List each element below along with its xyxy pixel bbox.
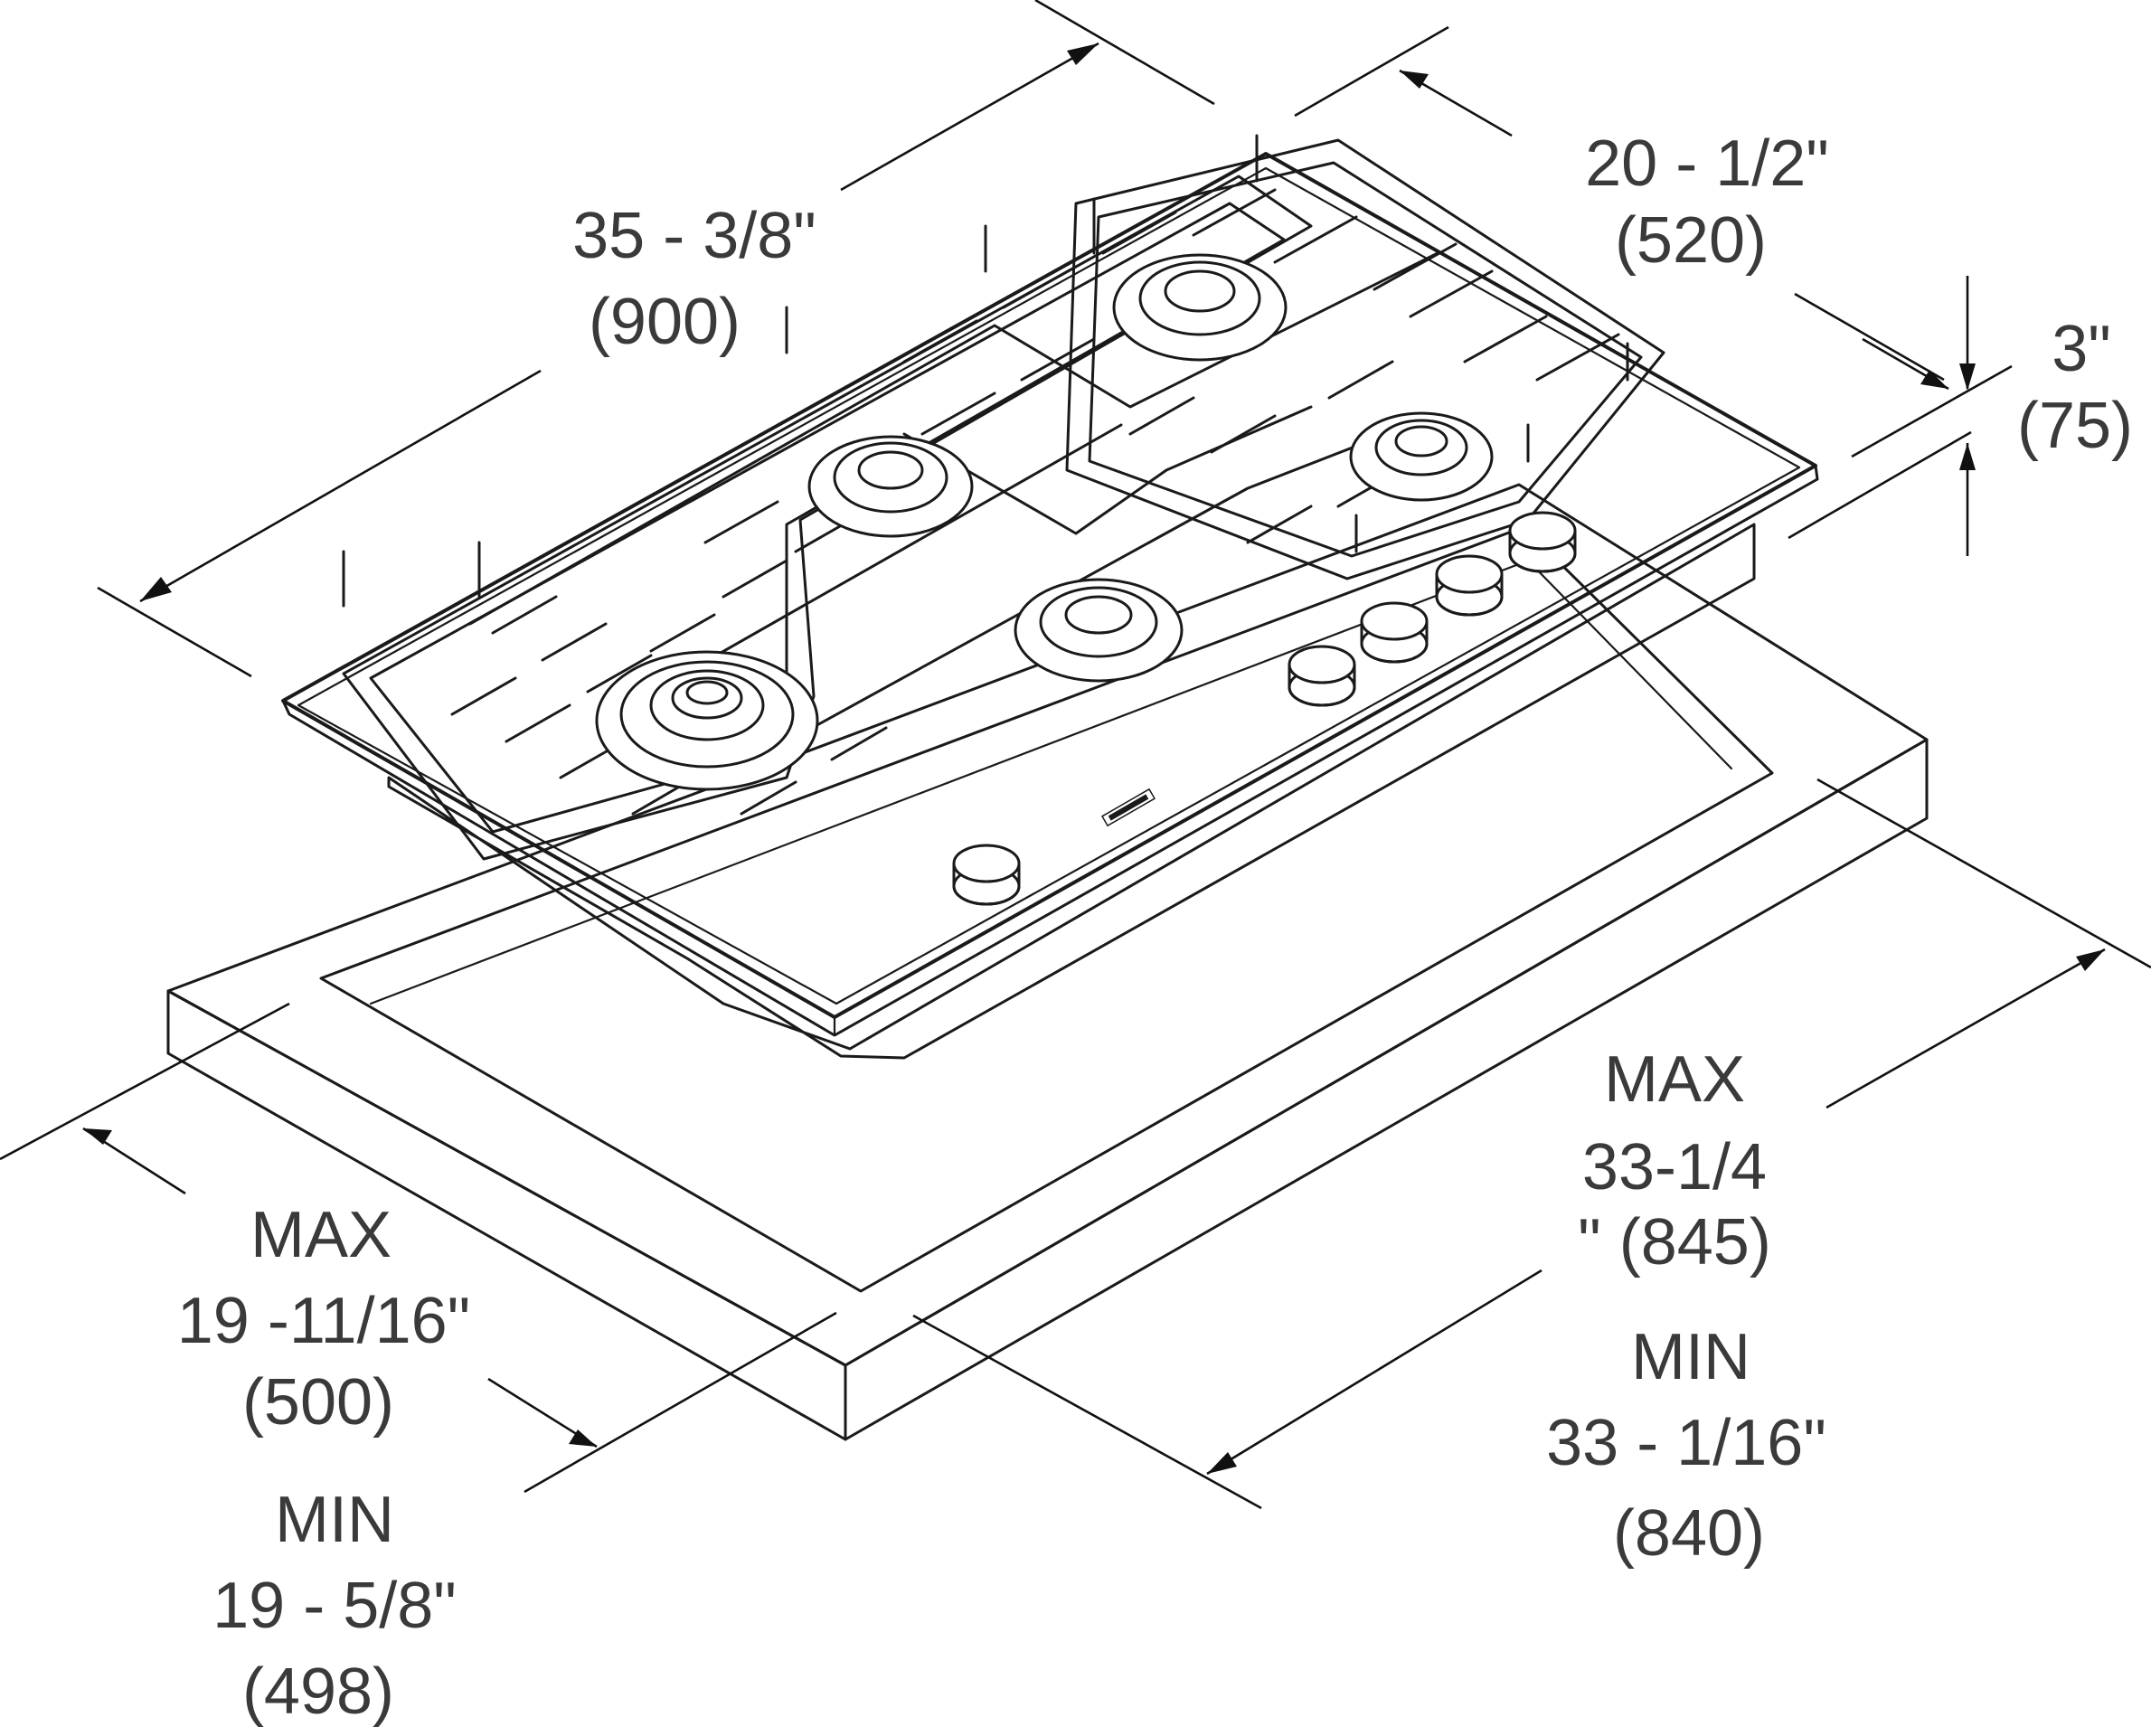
dimension-height: 3" (75)	[1788, 276, 2133, 556]
burner-large-front-left	[595, 650, 819, 791]
knob-3	[1360, 601, 1429, 664]
knob-5	[1508, 511, 1577, 573]
cutout-width-min-metric: (840)	[1613, 1497, 1765, 1570]
cutout-depth-min-metric: (498)	[242, 1656, 394, 1728]
knob-4	[1435, 554, 1504, 617]
grate-set	[342, 134, 1665, 861]
dimension-width: 35 - 3/8" (900)	[97, 0, 1215, 678]
burners	[595, 253, 1494, 791]
cutout-depth-max-metric: (500)	[242, 1366, 394, 1439]
height-imperial-label: 3"	[2052, 313, 2111, 385]
cooktop-top-plate	[281, 152, 1819, 1037]
cutout-width-max-imperial-line1: 33-1/4	[1582, 1131, 1767, 1203]
brand-logo	[1100, 788, 1156, 827]
dimension-cutout-depth: MAX 19 -11/16" (500) MIN 19 - 5/8" (498)	[0, 1002, 837, 1728]
cutout-depth-min-label: MIN	[275, 1484, 394, 1556]
control-knobs	[952, 511, 1577, 906]
dimension-cutout-width: MAX 33-1/4 " (845) MIN 33 - 1/16" (840)	[912, 778, 2151, 1570]
cutout-width-min-label: MIN	[1631, 1321, 1750, 1393]
knob-2	[1288, 645, 1356, 707]
width-metric-label: (900)	[589, 286, 741, 358]
cooktop-underbody	[387, 523, 1756, 1060]
depth-metric-label: (520)	[1615, 204, 1767, 277]
cutout-width-max-label: MAX	[1604, 1043, 1745, 1116]
depth-imperial-label: 20 - 1/2"	[1585, 127, 1829, 200]
width-imperial-label: 35 - 3/8"	[572, 200, 816, 272]
height-metric-label: (75)	[2017, 390, 2133, 462]
cutout-width-max-imperial-line2: " (845)	[1578, 1206, 1771, 1278]
cutout-depth-max-label: MAX	[250, 1199, 392, 1271]
burner-back-center	[1112, 253, 1288, 362]
cutout-width-min-imperial: 33 - 1/16"	[1546, 1407, 1826, 1479]
cutout-depth-min-imperial: 19 - 5/8"	[212, 1570, 457, 1642]
burner-right-small	[1349, 411, 1494, 502]
dimension-depth: 20 - 1/2" (520)	[1294, 25, 1949, 391]
cutout-depth-max-imperial: 19 -11/16"	[177, 1285, 470, 1357]
burner-back-left	[807, 435, 974, 538]
burner-front-center	[1014, 578, 1184, 683]
knob-1	[952, 844, 1021, 906]
